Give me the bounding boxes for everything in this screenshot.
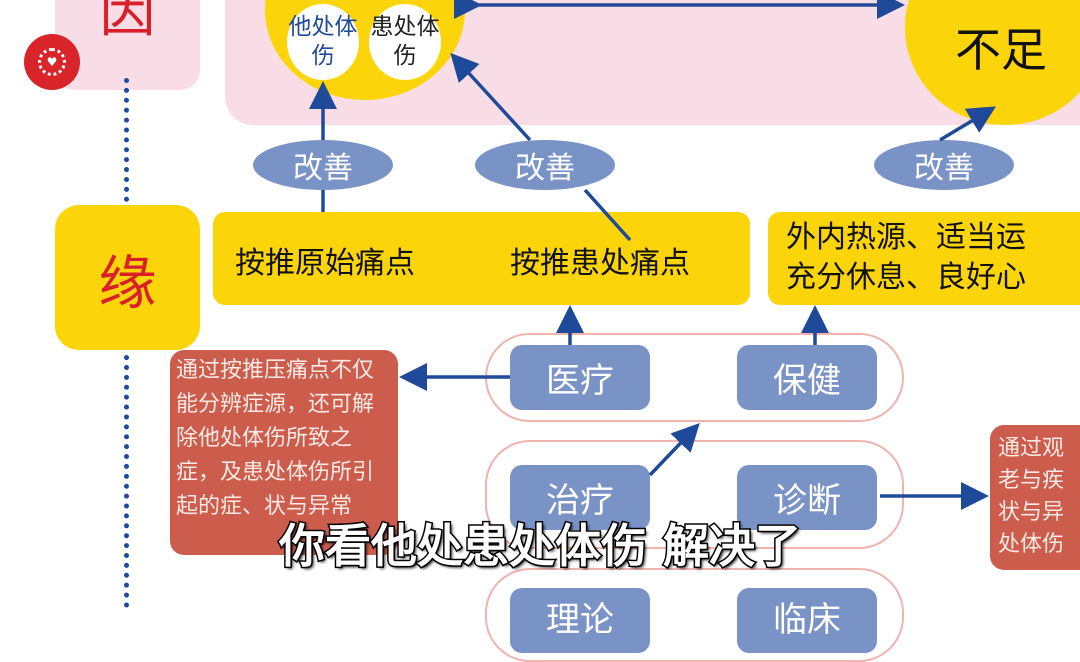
massage-affected-point: 按推患处痛点	[510, 246, 690, 281]
arrow-massage-to-improve2	[583, 188, 632, 242]
logo-heart-icon: ♥	[38, 48, 66, 76]
massage-box: 按推原始痛点 按推患处痛点	[213, 212, 750, 305]
diag-line-4: 处体伤	[998, 532, 1065, 557]
condition-label: 缘	[98, 248, 157, 317]
cause-label: 因	[99, 0, 156, 38]
improve-ellipse-3: 改善	[874, 140, 1014, 190]
arrow-improve2-up	[450, 52, 532, 142]
diagnosis-box: 诊断	[737, 465, 877, 530]
cause-card: 因	[55, 0, 200, 90]
diag-line-3: 状与异	[998, 500, 1065, 525]
massage-original-point: 按推原始痛点	[235, 246, 415, 281]
treatment-box: 治疗	[510, 465, 650, 530]
improve-ellipse-1: 改善	[253, 140, 393, 190]
arrow-improve3-up	[939, 106, 997, 142]
video-subtitle: 你看他处患处体伤 解决了	[277, 518, 802, 575]
condition-card: 缘	[55, 205, 200, 350]
care-line-2: 充分休息、良好心	[786, 260, 1026, 295]
affected-injury-node: 患处体伤	[369, 4, 441, 80]
improve-ellipse-2: 改善	[475, 140, 615, 190]
care-box: 外内热源、适当运 充分休息、良好心	[768, 212, 1080, 305]
diag-line-2: 老与疾	[998, 468, 1065, 493]
health-box: 保健	[737, 345, 877, 410]
yuan-shi-dian-logo: ♥	[24, 34, 80, 90]
massage-explanation: 通过按推压痛点不仅能分辨症源，还可解除他处体伤所致之症，及患处体伤所引起的症、状…	[170, 350, 398, 555]
medical-box: 医疗	[510, 345, 650, 410]
insufficient-label: 不足	[955, 23, 1047, 77]
other-injury-node: 他处体伤	[287, 4, 359, 80]
arrows-layer	[309, 0, 997, 510]
diag-line-1: 通过观	[998, 436, 1065, 461]
arrow-treatment-up	[648, 422, 700, 477]
care-line-1: 外内热源、适当运	[786, 220, 1026, 255]
diagnosis-explanation: 通过观 老与疾 状与异 处体伤	[990, 425, 1080, 570]
